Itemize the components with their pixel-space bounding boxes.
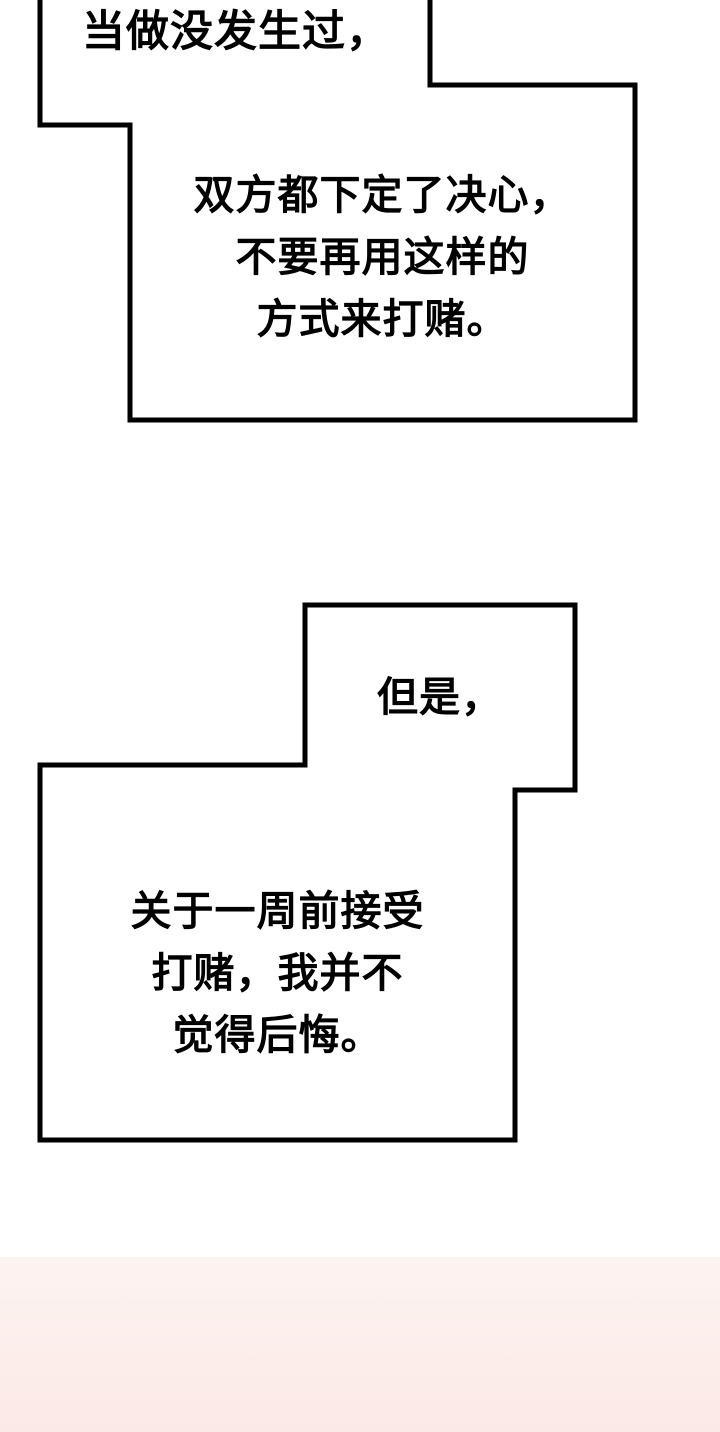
speech-bubble-3-text: 但是， bbox=[305, 666, 575, 728]
speech-line: 打赌，我并不 bbox=[151, 950, 404, 996]
speech-line: 方式来打赌。 bbox=[256, 296, 509, 342]
footer-gradient-band bbox=[0, 1257, 720, 1432]
speech-line: 当做没发生过， bbox=[82, 8, 390, 56]
speech-line: 不要再用这样的 bbox=[235, 234, 530, 280]
speech-line: 关于一周前接受 bbox=[130, 888, 425, 934]
speech-bubble-4-text: 关于一周前接受 打赌，我并不 觉得后悔。 bbox=[40, 880, 515, 1066]
speech-line: 双方都下定了决心， bbox=[193, 172, 572, 218]
speech-bubble-1-text: 当做没发生过， bbox=[40, 4, 432, 60]
speech-bubble-2-text: 双方都下定了决心， 不要再用这样的 方式来打赌。 bbox=[130, 164, 635, 350]
speech-line: 但是， bbox=[377, 674, 503, 720]
speech-line: 觉得后悔。 bbox=[172, 1012, 383, 1058]
